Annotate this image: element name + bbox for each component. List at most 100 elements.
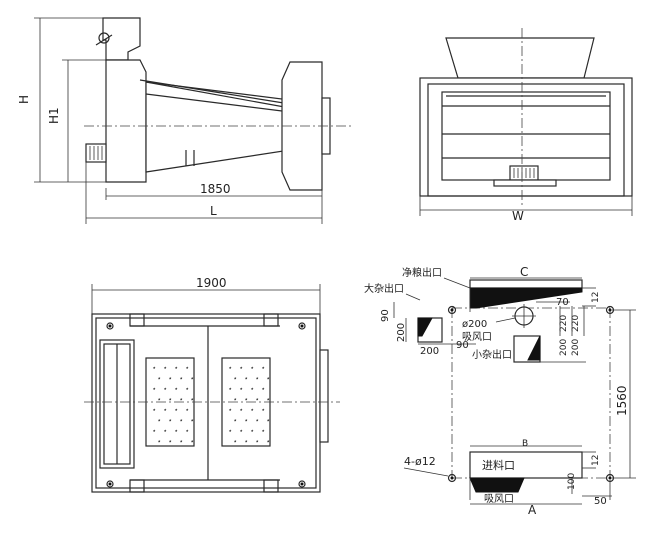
dim-50: 50 bbox=[594, 496, 607, 507]
sieve-hole-icon: ⋆ bbox=[185, 406, 189, 414]
sieve-hole-icon: ⋆ bbox=[163, 427, 167, 435]
sieve-hole-icon: ⋆ bbox=[152, 385, 156, 393]
sieve-hole-icon: ⋆ bbox=[233, 396, 237, 404]
dim-h1: H1 bbox=[47, 107, 61, 124]
sieve-hole-icon: ⋆ bbox=[261, 364, 265, 372]
sieve-hole-icon: ⋆ bbox=[190, 396, 194, 404]
sieve-hole-icon: ⋆ bbox=[255, 396, 259, 404]
sieve-hole-icon: ⋆ bbox=[179, 417, 183, 425]
sieve-hole-icon: ⋆ bbox=[261, 406, 265, 414]
sieve-hole-icon: ⋆ bbox=[157, 375, 161, 383]
sieve-hole-icon: ⋆ bbox=[168, 396, 172, 404]
sieve-hole-icon: ⋆ bbox=[157, 438, 161, 446]
sieve-hole-icon: ⋆ bbox=[244, 438, 248, 446]
sieve-hole-icon: ⋆ bbox=[250, 406, 254, 414]
sieve-hole-icon: ⋆ bbox=[163, 364, 167, 372]
dim-200-bottom: 200 bbox=[420, 346, 439, 357]
sieve-hole-icon: ⋆ bbox=[233, 375, 237, 383]
sieve-hole-icon: ⋆ bbox=[244, 375, 248, 383]
sieve-hole-icon: ⋆ bbox=[185, 364, 189, 372]
label-phi200: ø200 bbox=[462, 319, 487, 330]
sieve-hole-icon: ⋆ bbox=[174, 385, 178, 393]
sieve-hole-icon: ⋆ bbox=[239, 364, 243, 372]
dim-12-bottom: 12 bbox=[591, 455, 601, 466]
top-view: 1900 ⋆⋆⋆⋆⋆⋆⋆⋆⋆⋆⋆⋆⋆⋆⋆⋆⋆⋆⋆⋆⋆⋆⋆⋆⋆⋆⋆⋆⋆⋆⋆⋆⋆⋆⋆… bbox=[84, 276, 340, 493]
dim-h: H bbox=[17, 95, 31, 104]
sieve-hole-icon: ⋆ bbox=[152, 406, 156, 414]
sieve-hole-icon: ⋆ bbox=[250, 427, 254, 435]
dim-100: 100 bbox=[567, 473, 577, 490]
sieve-hole-icon: ⋆ bbox=[190, 438, 194, 446]
sieve-hole-icon: ⋆ bbox=[168, 375, 172, 383]
front-view: W bbox=[419, 28, 633, 223]
label-clean-grain-outlet: 净粮出口 bbox=[402, 266, 442, 279]
dim-90-top: 90 bbox=[380, 309, 391, 322]
sieve-hole-icon: ⋆ bbox=[190, 375, 194, 383]
sieve-hole-icon: ⋆ bbox=[261, 385, 265, 393]
sieve-hole-icon: ⋆ bbox=[233, 438, 237, 446]
sieve-hole-icon: ⋆ bbox=[168, 438, 172, 446]
sieve-hole-icon: ⋆ bbox=[185, 385, 189, 393]
foundation-layout: C 12 净粮出口 大杂出口 90 200 200 90 ø200 吸风口 bbox=[364, 265, 636, 517]
sieve-hole-icon: ⋆ bbox=[185, 427, 189, 435]
sieve-hole-icon: ⋆ bbox=[157, 396, 161, 404]
sieve-hole-icon: ⋆ bbox=[152, 427, 156, 435]
sieve-hole-icon: ⋆ bbox=[255, 375, 259, 383]
label-suction-port-2: 吸风口 bbox=[484, 493, 514, 505]
dim-b: B bbox=[522, 439, 528, 449]
dim-220-b: 220 bbox=[571, 315, 581, 332]
sieve-hole-icon: ⋆ bbox=[266, 375, 270, 383]
sieve-hole-icon: ⋆ bbox=[266, 438, 270, 446]
dim-12-top: 12 bbox=[591, 292, 601, 303]
sieve-hole-icon: ⋆ bbox=[239, 427, 243, 435]
sieve-hole-icon: ⋆ bbox=[228, 427, 232, 435]
sieve-hole-icon: ⋆ bbox=[163, 406, 167, 414]
sieve-hole-icon: ⋆ bbox=[233, 417, 237, 425]
dim-200-right-b: 200 bbox=[571, 339, 581, 356]
dim-70: 70 bbox=[556, 297, 569, 308]
sieve-hole-icon: ⋆ bbox=[152, 364, 156, 372]
sieve-hole-icon: ⋆ bbox=[255, 417, 259, 425]
dim-200-right-a: 200 bbox=[559, 339, 569, 356]
sieve-hole-icon: ⋆ bbox=[239, 385, 243, 393]
sieve-hole-icon: ⋆ bbox=[244, 417, 248, 425]
label-feed-inlet: 进料口 bbox=[482, 458, 515, 472]
dim-a: A bbox=[528, 503, 537, 517]
sieve-hole-icon: ⋆ bbox=[255, 438, 259, 446]
sieve-pattern: ⋆⋆⋆⋆⋆⋆⋆⋆⋆⋆⋆⋆⋆⋆⋆⋆⋆⋆⋆⋆⋆⋆⋆⋆⋆⋆⋆⋆⋆⋆⋆⋆⋆⋆⋆⋆⋆⋆⋆⋆… bbox=[152, 364, 270, 446]
label-small-impurity-outlet: 小杂出口 bbox=[472, 348, 512, 361]
side-view: H H1 1850 bbox=[17, 17, 354, 224]
sieve-hole-icon: ⋆ bbox=[244, 396, 248, 404]
sieve-hole-icon: ⋆ bbox=[174, 427, 178, 435]
label-large-impurity-outlet: 大杂出口 bbox=[364, 282, 404, 295]
sieve-hole-icon: ⋆ bbox=[174, 364, 178, 372]
label-suction-port-1: 吸风口 bbox=[462, 331, 492, 343]
sieve-hole-icon: ⋆ bbox=[261, 427, 265, 435]
sieve-hole-icon: ⋆ bbox=[228, 385, 232, 393]
sieve-hole-icon: ⋆ bbox=[157, 417, 161, 425]
sieve-hole-icon: ⋆ bbox=[168, 417, 172, 425]
dim-1850: 1850 bbox=[200, 182, 231, 196]
sieve-hole-icon: ⋆ bbox=[239, 406, 243, 414]
sieve-hole-icon: ⋆ bbox=[250, 364, 254, 372]
sieve-hole-icon: ⋆ bbox=[228, 406, 232, 414]
dim-l: L bbox=[210, 204, 217, 218]
sieve-hole-icon: ⋆ bbox=[228, 364, 232, 372]
label-bolts: 4-ø12 bbox=[404, 455, 436, 468]
sieve-hole-icon: ⋆ bbox=[266, 417, 270, 425]
dim-90-mid: 90 bbox=[456, 340, 469, 351]
dim-w: W bbox=[512, 209, 524, 223]
dim-1560: 1560 bbox=[615, 385, 629, 416]
sieve-hole-icon: ⋆ bbox=[190, 417, 194, 425]
dim-200-left: 200 bbox=[396, 323, 407, 342]
dim-c: C bbox=[520, 265, 528, 279]
sieve-hole-icon: ⋆ bbox=[179, 438, 183, 446]
sieve-hole-icon: ⋆ bbox=[174, 406, 178, 414]
sieve-hole-icon: ⋆ bbox=[163, 385, 167, 393]
sieve-hole-icon: ⋆ bbox=[179, 396, 183, 404]
dim-1900: 1900 bbox=[196, 276, 227, 290]
sieve-hole-icon: ⋆ bbox=[179, 375, 183, 383]
dim-220-a: 220 bbox=[559, 315, 569, 332]
